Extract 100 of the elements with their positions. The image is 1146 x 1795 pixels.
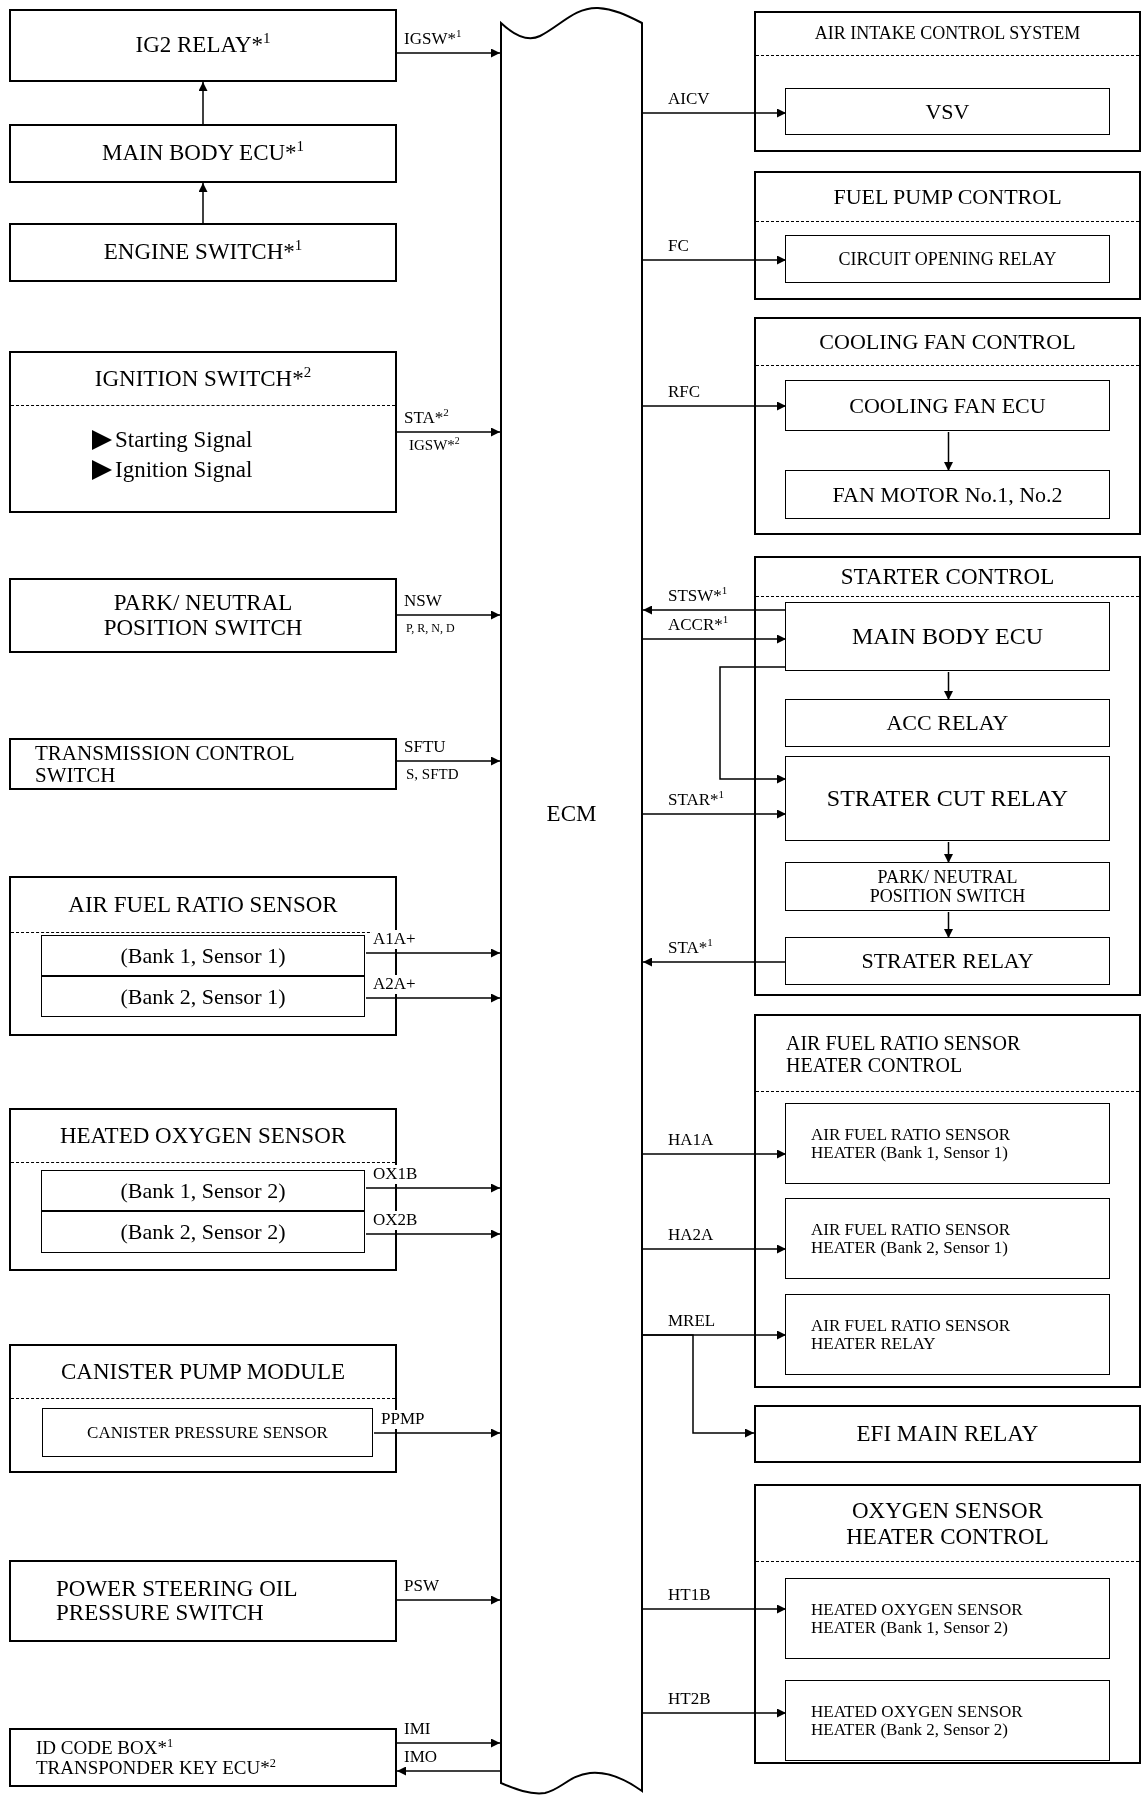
arrow <box>396 427 501 437</box>
component-label: HEATED OXYGEN SENSOR HEATER (Bank 2, Sensor 2) <box>811 1702 1024 1739</box>
signal-label: OX2B <box>372 1211 419 1230</box>
signal-label: A1A+ <box>372 930 417 949</box>
arrow <box>642 401 787 411</box>
component-box <box>41 1211 365 1253</box>
component-label: STRATER CUT RELAY <box>825 785 1070 812</box>
component-box <box>9 9 397 82</box>
component-label: POWER STEERING OIL PRESSURE SWITCH <box>56 1576 298 1626</box>
arrow <box>373 1428 501 1438</box>
arrow <box>365 948 501 958</box>
group-heading: AIR FUEL RATIO SENSOR HEATER CONTROL <box>786 1031 1022 1076</box>
component-label: MAIN BODY ECU*$^{1}$ <box>100 141 306 166</box>
arrow <box>198 182 208 224</box>
arrow <box>365 1183 501 1193</box>
component-box <box>9 1560 397 1642</box>
component-box <box>785 1103 1110 1184</box>
component-label: (Bank 2, Sensor 2) <box>119 1220 287 1244</box>
component-box <box>785 380 1110 431</box>
arrow <box>944 431 953 472</box>
group-box <box>754 171 1141 300</box>
component-label: ID CODE BOX*$^{1}$ <box>36 1737 175 1758</box>
component-label: AIR FUEL RATIO SENSOR HEATER RELAY <box>811 1316 1012 1353</box>
arrow <box>198 81 208 125</box>
bullet-text: Starting Signal <box>115 427 253 453</box>
component-label: STRATER RELAY <box>860 949 1035 973</box>
component-box <box>785 88 1110 135</box>
component-box <box>785 602 1110 671</box>
component-label: ECM <box>545 801 598 827</box>
group-box <box>754 1014 1141 1388</box>
component-box <box>785 756 1110 841</box>
arrow <box>642 1708 787 1718</box>
arrow <box>642 809 787 819</box>
group-box <box>754 1484 1141 1764</box>
component-label: AIR FUEL RATIO SENSOR HEATER (Bank 1, Sensor 1) <box>811 1125 1012 1162</box>
arrow <box>365 1229 501 1239</box>
component-box <box>785 1294 1110 1375</box>
component-label: (Bank 1, Sensor 2) <box>119 1178 287 1203</box>
component-label: VSV <box>924 99 971 124</box>
component-box <box>41 1170 365 1211</box>
group-heading: CANISTER PUMP MODULE <box>59 1359 347 1385</box>
component-label: (Bank 2, Sensor 1) <box>119 984 287 1009</box>
arrow <box>642 1604 787 1614</box>
group-heading: FUEL PUMP CONTROL <box>832 184 1063 210</box>
component-label: PARK/ NEUTRAL POSITION SWITCH <box>102 591 304 640</box>
arrow <box>642 634 787 644</box>
component-label: HEATED OXYGEN SENSOR HEATER (Bank 1, Sensor 2) <box>811 1600 1024 1637</box>
component-box <box>9 738 397 790</box>
group-heading: COOLING FAN CONTROL <box>818 329 1077 355</box>
arrow <box>396 1738 501 1748</box>
bullet-text: Ignition Signal <box>115 457 253 483</box>
component-label: IG2 RELAY*$^{1}$ <box>134 33 272 58</box>
arrow <box>642 957 787 967</box>
arrow <box>396 1766 501 1776</box>
signal-label: OX1B <box>372 1165 419 1184</box>
component-label: AIR FUEL RATIO SENSOR HEATER (Bank 2, Sensor 1) <box>811 1220 1012 1257</box>
signal-label: PPMP <box>380 1410 426 1429</box>
component-box <box>785 699 1110 747</box>
signal-label: A2A+ <box>372 975 417 994</box>
component-label: (Bank 1, Sensor 1) <box>119 943 287 968</box>
component-label: MAIN BODY ECU <box>850 623 1045 650</box>
arrow <box>365 993 501 1003</box>
group-heading: STARTER CONTROL <box>839 564 1056 590</box>
signal-label: S, SFTD <box>405 766 460 783</box>
component-box <box>41 935 365 976</box>
arrow <box>396 610 501 620</box>
component-box <box>785 470 1110 519</box>
component-box <box>42 1408 373 1457</box>
group-heading: OXYGEN SENSOR HEATER CONTROL <box>845 1498 1050 1549</box>
ecm-block <box>500 6 643 1795</box>
group-box <box>754 556 1141 996</box>
component-label: PARK/ NEUTRAL POSITION SWITCH <box>868 867 1027 906</box>
group-box <box>9 351 397 513</box>
component-box <box>41 976 365 1017</box>
component-box <box>9 124 397 183</box>
component-box <box>754 1405 1141 1463</box>
component-box <box>9 1728 397 1787</box>
arrow <box>642 108 787 118</box>
arrow <box>642 1244 787 1254</box>
arrow <box>944 911 953 939</box>
signal-label: P, R, N, D <box>405 622 456 636</box>
component-label: FAN MOTOR No.1, No.2 <box>831 482 1064 507</box>
arrow <box>396 1595 501 1605</box>
component-box <box>9 578 397 653</box>
component-label: TRANSPONDER KEY ECU*$^{2}$ <box>36 1757 277 1778</box>
component-box <box>785 235 1110 283</box>
component-label: EFI MAIN RELAY <box>855 1421 1040 1447</box>
component-label: TRANSMISSION CONTROL SWITCH <box>35 741 295 787</box>
component-box <box>785 1680 1110 1761</box>
component-box <box>785 937 1110 985</box>
component-box <box>9 223 397 282</box>
arrow <box>944 841 953 864</box>
component-label: ENGINE SWITCH*$^{1}$ <box>102 240 304 265</box>
arrow <box>642 605 787 615</box>
group-box <box>754 317 1141 535</box>
component-label: COOLING FAN ECU <box>848 393 1047 418</box>
arrow <box>396 48 501 58</box>
component-box <box>785 862 1110 911</box>
group-heading: IGNITION SWITCH*$^{2}$ <box>93 366 313 392</box>
component-label: CIRCUIT OPENING RELAY <box>837 249 1058 269</box>
